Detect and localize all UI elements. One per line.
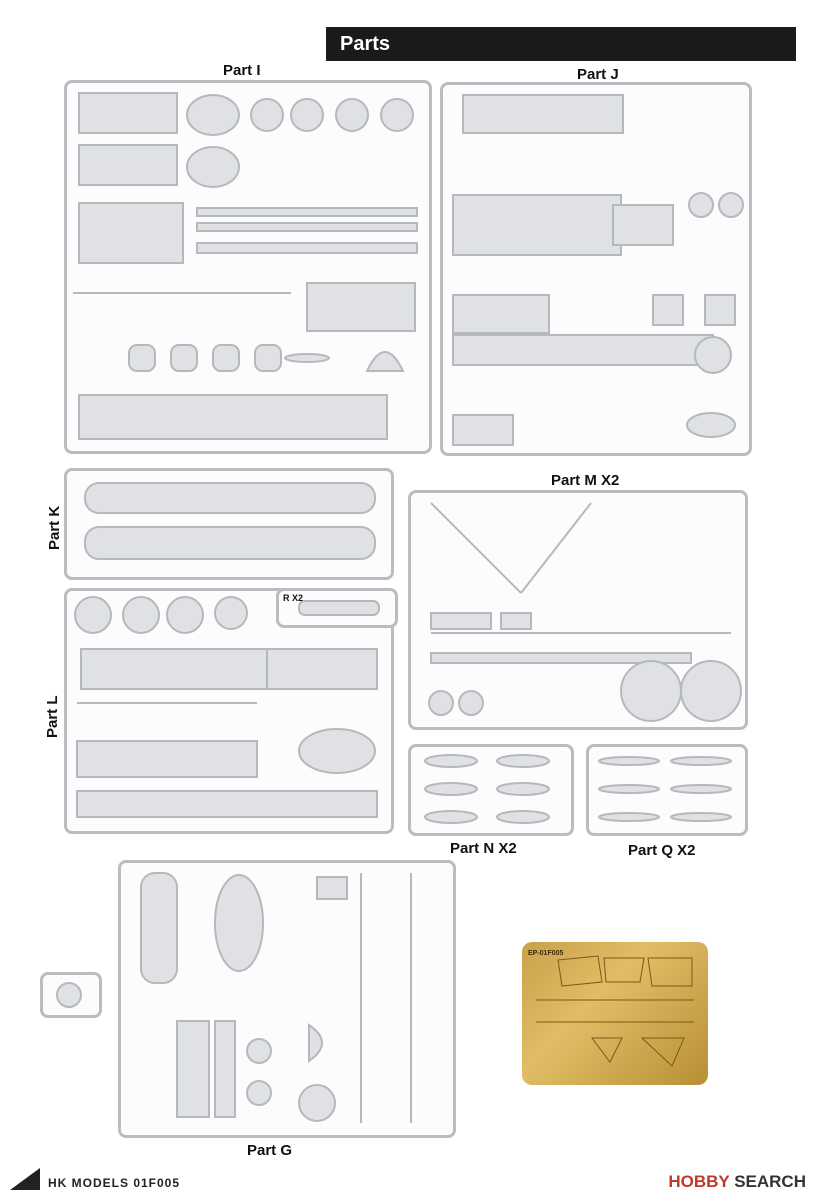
part-q-label: Part Q X2	[628, 842, 696, 859]
sprue-part-r: R X2	[276, 588, 398, 628]
section-title: Parts	[326, 27, 796, 61]
photo-etch-fret: EP-01F005	[522, 942, 708, 1085]
part-n-label: Part N X2	[450, 840, 517, 857]
part-j-label: Part J	[577, 66, 619, 83]
sprue-part-k-drawing	[84, 482, 376, 560]
footer-brand: HK MODELS 01F005	[48, 1176, 181, 1190]
sprue-part-l-drawing	[74, 596, 378, 818]
part-r-label: R X2	[283, 593, 304, 603]
part-l-label: Part L	[44, 695, 61, 738]
sprue-part-g	[118, 860, 456, 1138]
sprue-part-j-drawing	[452, 94, 744, 446]
sprue-part-l	[64, 588, 394, 834]
sprue-part-j	[440, 82, 752, 456]
watermark-hobby: HOBBY	[668, 1172, 730, 1191]
sprue-part-i-drawing	[73, 92, 418, 440]
sprue-part-m-drawing	[428, 502, 742, 722]
photo-etch-code: EP-01F005	[528, 950, 564, 957]
sprue-part-g-small-drawing	[56, 982, 82, 1008]
brand-logo-icon	[10, 1168, 40, 1190]
part-k-label: Part K	[46, 505, 63, 550]
sprue-part-g-small	[40, 972, 102, 1018]
part-i-label: Part I	[223, 62, 261, 79]
sprue-part-n	[408, 744, 574, 836]
sprue-part-q-drawing	[598, 756, 732, 822]
watermark-search: SEARCH	[734, 1172, 806, 1191]
sprue-part-g-drawing	[140, 872, 412, 1123]
sprue-part-i	[64, 80, 432, 454]
part-m-label: Part M X2	[551, 472, 620, 489]
sprue-part-m	[408, 490, 748, 730]
sprue-part-q	[586, 744, 748, 836]
sprue-part-k	[64, 468, 394, 580]
photo-etch-drawing	[536, 955, 694, 1067]
part-g-label: Part G	[247, 1142, 293, 1159]
watermark: HOBBY SEARCH	[668, 1172, 806, 1192]
sprue-part-r-drawing	[298, 600, 380, 616]
sprue-part-n-drawing	[424, 754, 550, 824]
